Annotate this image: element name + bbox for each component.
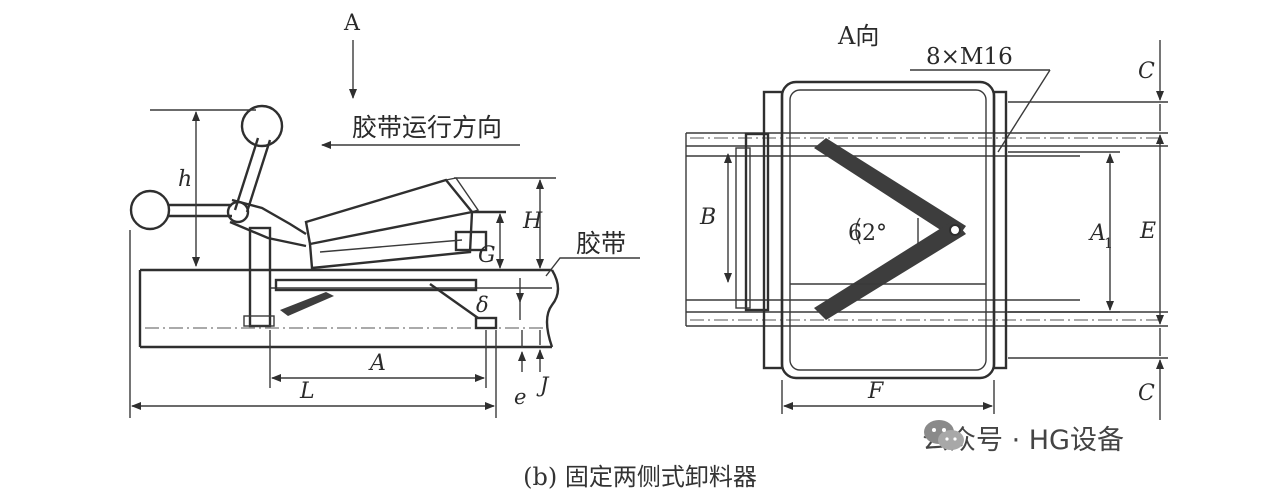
- side-plate-right: [992, 90, 1008, 370]
- bracket-left: [744, 132, 770, 312]
- dim-delta-label: δ: [476, 293, 489, 317]
- top-view: A向 8×M16 62° B F: [685, 22, 1168, 420]
- wechat-icon: [924, 420, 964, 450]
- dim-L-label: L: [299, 379, 315, 404]
- plough-pivot: [949, 224, 961, 236]
- counterweight-ball-left: [129, 189, 171, 231]
- angle-arc: [855, 217, 861, 245]
- belt-leader: [545, 257, 640, 277]
- belt-direction-label: 胶带运行方向: [352, 113, 502, 142]
- dim-e-label: e: [514, 385, 526, 409]
- lever-arm-upper-2: [245, 139, 272, 213]
- dim-A-label: A: [368, 351, 386, 376]
- dim-E-label: E: [1139, 219, 1156, 244]
- lever-arm-upper: [233, 137, 260, 211]
- plough-arm-upper: [814, 138, 966, 240]
- dim-A1-subscript: 1: [1104, 236, 1113, 252]
- frame-break: [545, 269, 560, 348]
- plough-arm-lower: [814, 220, 966, 320]
- plough-edge: [445, 177, 480, 213]
- bracket-left-inner: [735, 147, 751, 309]
- dim-B-label: B: [699, 205, 716, 230]
- dim-C-bottom-label: C: [1138, 381, 1155, 406]
- watermark: 公众号 · HG设备: [922, 418, 1124, 457]
- figure-caption: (b) 固定两侧式卸料器: [523, 463, 757, 491]
- linkage-upper: [231, 198, 307, 236]
- bottom-plate: [274, 278, 478, 292]
- plough-rib: [319, 239, 463, 253]
- dim-H-label: H: [522, 209, 543, 234]
- side-plate-left: [762, 90, 784, 370]
- brace-left: [280, 292, 334, 316]
- counterweight-ball-upper: [240, 104, 284, 148]
- support-post: [248, 226, 272, 328]
- angle-label: 62°: [848, 221, 887, 246]
- side-view: A 胶带运行方向: [129, 11, 640, 418]
- view-marker-A: A: [343, 11, 361, 36]
- mount-frame-inner: [789, 89, 987, 371]
- post-base: [243, 315, 275, 327]
- brace-right: [429, 283, 479, 319]
- dim-h-label: h: [178, 167, 192, 192]
- dim-C-top-label: C: [1138, 59, 1155, 84]
- view-label-A-direction: A向: [837, 22, 879, 50]
- dim-F-label: F: [867, 379, 884, 404]
- bolts-label: 8×M16: [926, 44, 1013, 70]
- dim-J-label: J: [536, 373, 550, 397]
- dim-A1-label: A: [1088, 221, 1106, 246]
- plough-blade: [304, 178, 475, 246]
- belt-label: 胶带: [576, 229, 626, 258]
- brace-foot: [474, 316, 498, 330]
- dim-G-label: G: [478, 243, 496, 268]
- linkage-lower: [229, 220, 307, 248]
- pivot-hub: [226, 200, 250, 224]
